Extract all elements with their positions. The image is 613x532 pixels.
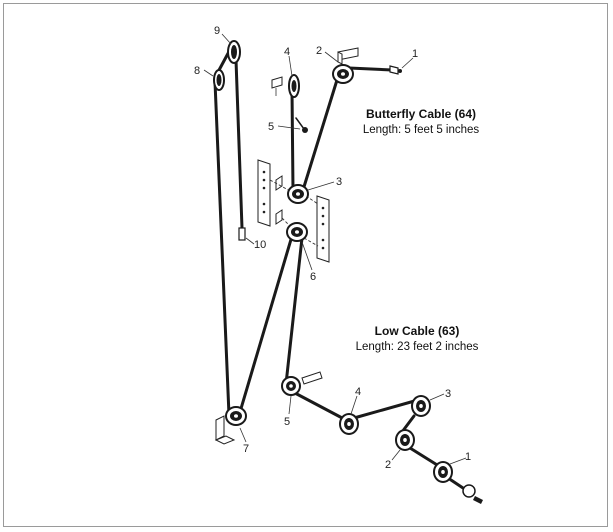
cable-segment-8-7: [213, 80, 231, 417]
butterfly-callouts: 9 8 4 2 1 5 3 6 10 7: [194, 25, 418, 455]
low-label-3: 3: [445, 388, 451, 400]
cable-segment-9-10: [234, 58, 244, 230]
pulley-7: [225, 406, 247, 426]
label-6: 6: [310, 271, 316, 283]
label-9: 9: [214, 25, 220, 37]
butterfly-cable-caption: Butterfly Cable (64) Length: 5 feet 5 in…: [363, 107, 480, 136]
pulley-4-low: [339, 413, 359, 435]
pulley-2-butterfly: [332, 64, 354, 84]
label-10: 10: [254, 239, 266, 251]
cables: [213, 44, 468, 492]
pulley-3-low: [411, 395, 431, 417]
low-cable-end-bolt: [473, 496, 483, 504]
bracket-clip-upper: [275, 175, 283, 191]
leader-lines: [203, 33, 467, 465]
low-cable-4-3: [352, 398, 420, 420]
assembly-line-lower-right: [303, 237, 319, 247]
low-label-2: 2: [385, 459, 391, 471]
top-bracket-2-ear: [337, 51, 343, 65]
diagram-frame: [3, 3, 608, 527]
cable-segment-2-3: [301, 78, 339, 192]
low-cable-caption: Low Cable (63) Length: 23 feet 2 inches: [356, 324, 479, 353]
cable-segment-1-2: [347, 66, 394, 72]
pulley-2-low: [395, 429, 415, 451]
label-1: 1: [412, 48, 418, 60]
label-5: 5: [268, 121, 274, 133]
pulley-6: [286, 222, 308, 242]
low-cable-5-4: [291, 390, 348, 422]
cable-end-10: [238, 227, 246, 241]
right-bracket-plate: [316, 195, 330, 263]
bolt-low-5: [301, 371, 323, 385]
label-4: 4: [284, 46, 290, 58]
label-8: 8: [194, 65, 200, 77]
cable-ends: [238, 65, 483, 504]
low-label-5: 5: [284, 416, 290, 428]
low-callouts: 5 4 3 2 1: [284, 386, 471, 471]
butterfly-cable-title: Butterfly Cable (64): [366, 107, 476, 121]
bracket-clip-lower: [275, 209, 283, 225]
bottom-bracket-7: [215, 415, 225, 441]
cable-segment-6-7a: [238, 234, 294, 414]
low-label-4: 4: [355, 386, 361, 398]
pulley-5-low: [281, 376, 301, 396]
butterfly-cable-length: Length: 5 feet 5 inches: [363, 124, 480, 136]
label-3: 3: [336, 176, 342, 188]
brackets: [214, 47, 359, 445]
cable-end-5-stub: [295, 117, 305, 130]
left-bracket-plate: [257, 159, 271, 227]
cable-segment-6-7b: [284, 236, 304, 386]
low-cable-length: Length: 23 feet 2 inches: [356, 341, 479, 353]
low-cable-title: Low Cable (63): [375, 324, 460, 338]
label-2: 2: [316, 45, 322, 57]
pulley-1-low: [433, 461, 453, 483]
low-label-1: 1: [465, 451, 471, 463]
label-7: 7: [243, 443, 249, 455]
cable-segment-4-3: [290, 88, 295, 192]
pulley-9: [227, 40, 241, 64]
cable-end-1-butterfly: [389, 65, 399, 75]
pulley-3-butterfly: [287, 184, 309, 204]
low-cable-end-ball: [462, 484, 476, 498]
cable-end-1-ball: [398, 69, 402, 73]
bracket-4: [271, 76, 283, 89]
pulley-8: [213, 69, 225, 91]
pulley-4-butterfly: [288, 74, 300, 98]
bottom-bracket-7-base: [214, 435, 236, 445]
pulleys: [213, 40, 453, 483]
